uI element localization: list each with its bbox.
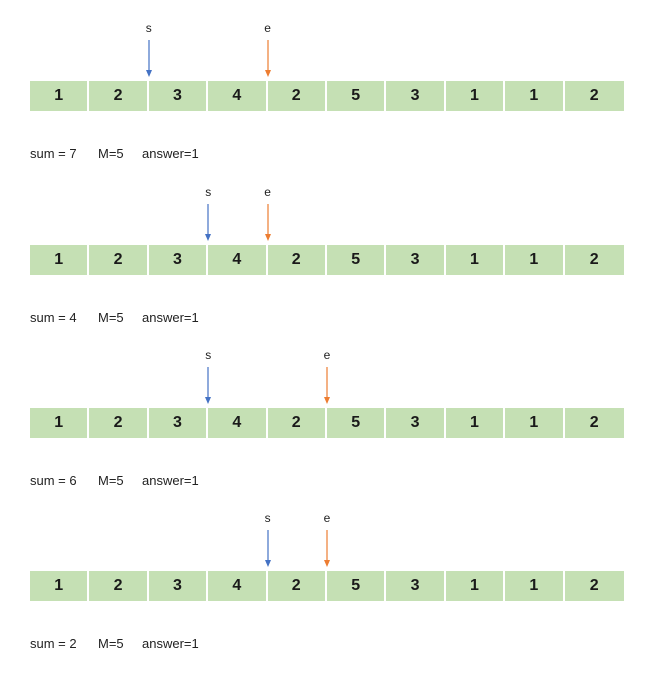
end-pointer: e [258,20,278,77]
array-cell: 1 [505,408,565,438]
array-cell: 1 [446,245,506,275]
start-pointer-label: s [205,348,212,362]
array-cell: 3 [149,245,209,275]
end-pointer: e [258,184,278,241]
array-cell: 3 [386,571,446,601]
answer-value: answer=1 [142,310,199,325]
sum-value: sum = 2 [30,636,77,651]
m-value: M=5 [98,310,124,325]
array-cell: 1 [505,81,565,111]
answer-value: answer=1 [142,636,199,651]
status-line: sum = 2 M=5 answer=1 [30,636,199,651]
array-cell: 2 [268,81,327,111]
array-cell: 1 [30,245,90,275]
array-cell: 3 [386,408,446,438]
end-pointer-label: e [264,21,271,35]
end-pointer-label: e [323,348,331,362]
array-cell: 2 [268,408,327,438]
status-line: sum = 7 M=5 answer=1 [30,146,199,161]
answer-value: answer=1 [142,146,199,161]
array-cell: 2 [589,414,599,431]
array-cell: 1 [446,571,506,601]
start-arrow-icon [145,40,152,77]
end-arrow-icon [264,204,271,241]
start-pointer-label: s [264,511,271,525]
array-cell: 5 [327,571,387,601]
array-cell: 2 [268,571,327,601]
end-pointer-label: e [264,185,271,199]
start-pointer-label: s [145,21,152,35]
end-arrow-icon [264,40,271,77]
array-cell: 2 [268,245,327,275]
array-cell: 3 [149,81,209,111]
status-line: sum = 6 M=5 answer=1 [30,473,199,488]
array-cell: 2 [589,577,599,594]
start-pointer-label: s [205,185,212,199]
sum-value: sum = 4 [30,310,77,325]
start-arrow-icon [264,530,271,567]
start-pointer: s [139,20,159,77]
start-pointer: s [198,184,218,241]
array-cell: 3 [386,81,446,111]
array-cell: 2 [589,251,599,268]
array-cell: 3 [149,571,209,601]
array-cell: 4 [208,245,268,275]
end-arrow-icon [324,530,330,567]
array-cell: 3 [386,245,446,275]
array-cell: 1 [30,571,90,601]
array-cell: 3 [149,408,209,438]
array-cell: 2 [89,571,149,601]
end-pointer: e [317,510,337,567]
start-arrow-icon [205,367,212,404]
array-cell: 2 [89,408,149,438]
array-cell: 5 [327,81,387,111]
status-line: sum = 4 M=5 answer=1 [30,310,199,325]
array-cell: 1 [446,408,506,438]
end-arrow-icon [324,367,330,404]
m-value: M=5 [98,146,124,161]
array-cell: 1 [30,81,90,111]
array-cell: 1 [505,245,565,275]
end-pointer-label: e [323,511,331,525]
array-cell: 4 [208,81,268,111]
array-cell: 5 [327,408,387,438]
m-value: M=5 [98,636,124,651]
array-cell: 4 [208,571,268,601]
array-cell: 2 [89,245,149,275]
start-pointer: s [258,510,278,567]
answer-value: answer=1 [142,473,199,488]
array-cell: 1 [30,408,90,438]
start-arrow-icon [205,204,212,241]
array-cell: 1 [505,571,565,601]
array-cell: 1 [446,81,506,111]
m-value: M=5 [98,473,124,488]
end-pointer: e [317,347,337,404]
array-cell: 2 [89,81,149,111]
array-cell: 4 [208,408,268,438]
array-cell: 5 [327,245,387,275]
array-cell: 2 [589,87,599,104]
sum-value: sum = 6 [30,473,77,488]
start-pointer: s [198,347,218,404]
sum-value: sum = 7 [30,146,77,161]
